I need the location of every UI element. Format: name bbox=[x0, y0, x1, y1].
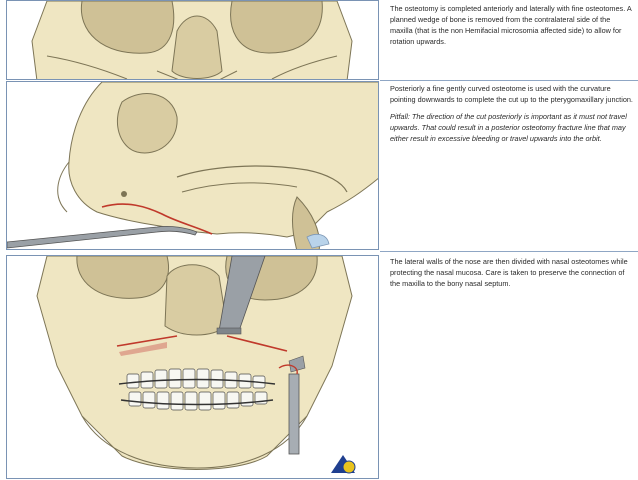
skull-frontal-illustration bbox=[7, 1, 378, 79]
step-3-text: The lateral walls of the nose are then d… bbox=[390, 256, 633, 295]
section-divider bbox=[380, 251, 638, 252]
step-1-text: The osteotomy is completed anteriorly an… bbox=[390, 3, 633, 53]
ao-logo bbox=[329, 453, 357, 475]
skull-lateral-illustration bbox=[7, 82, 378, 249]
illustration-panel-anterior bbox=[6, 0, 379, 80]
section-divider bbox=[380, 80, 638, 81]
illustration-panel-posterior bbox=[6, 81, 379, 250]
step-1-paragraph: The osteotomy is completed anteriorly an… bbox=[390, 4, 632, 47]
ao-logo-icon bbox=[331, 455, 356, 474]
step-2-text: Posteriorly a fine gently curved osteoto… bbox=[390, 83, 633, 150]
step-3-paragraph: The lateral walls of the nose are then d… bbox=[390, 257, 628, 289]
illustration-panel-nasal bbox=[6, 255, 379, 479]
step-2-paragraph: Posteriorly a fine gently curved osteoto… bbox=[390, 84, 633, 105]
skull-frontal-osteotome-illustration bbox=[7, 256, 378, 478]
step-2-pitfall: Pitfall: The direction of the cut poster… bbox=[390, 112, 627, 144]
